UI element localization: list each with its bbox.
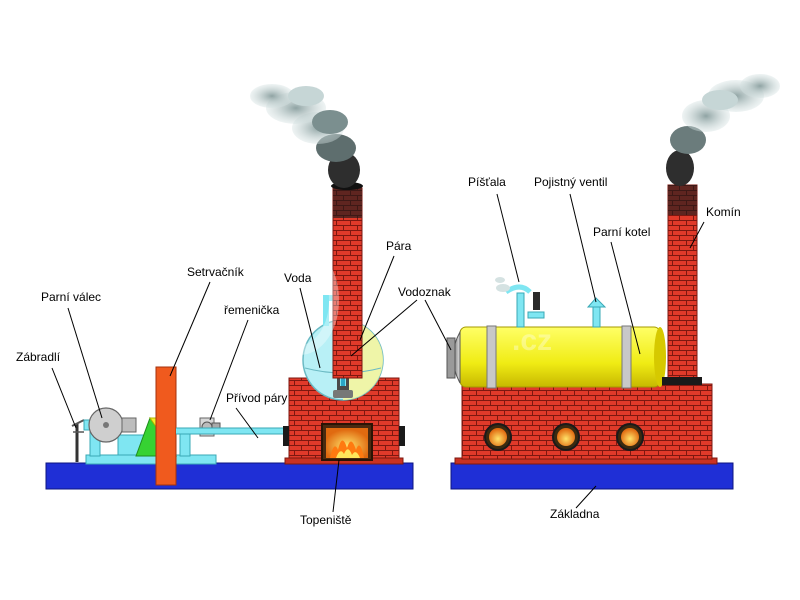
label-remenicka: řemenička [224,303,280,317]
labels: Zábradlí Parní válec Setrvačník řemeničk… [16,175,741,527]
label-parni-valec: Parní válec [41,290,101,304]
label-voda: Voda [284,271,312,285]
porthole-3 [616,423,644,451]
left-base [45,462,414,490]
leader-voda [299,287,321,369]
leader-topeniste [332,459,340,513]
leader-privod-pary [235,407,259,439]
firebox-bolt-right [399,426,405,446]
whistle-steam [495,277,510,292]
label-para: Pára [386,239,412,253]
label-komin: Komín [706,205,741,219]
leader-remenicka [209,319,249,421]
leader-komin [689,221,705,249]
firebox-bolt-left [283,426,289,446]
safety-valve [586,297,607,328]
leader-parni-kotel [610,241,641,355]
leader-zakladna [575,485,597,509]
label-pistala: Píšťala [468,175,506,189]
label-pojistny-ventil: Pojistný ventil [534,175,607,189]
leader-pojistny-ventil [569,193,597,303]
label-parni-kotel: Parní kotel [593,225,650,239]
watermark: .cz [261,245,552,357]
left-smoke [250,84,360,188]
porthole-1 [484,423,512,451]
label-setrvacnik: Setrvačník [187,265,245,279]
leader-setrvacnik [169,281,211,377]
label-zakladna: Základna [550,507,600,521]
leader-vodoznak-1 [350,299,418,357]
left-chimney [331,182,363,379]
steam-boiler [459,325,666,389]
leader-pistala [496,193,520,283]
right-chimney [662,184,702,385]
water-gauge-cap [446,330,461,384]
leader-parni-valec [67,307,103,419]
whistle [504,284,545,328]
flywheel [155,366,177,486]
leader-zabradli [51,367,77,429]
firebox-fire [321,423,373,461]
label-topeniste: Topeniště [300,513,352,527]
right-machine [446,74,780,490]
leader-para [359,255,395,341]
steam-cylinder [83,407,137,443]
label-zabradli: Zábradlí [16,350,61,364]
label-privod-pary: Přívod páry [226,391,287,405]
left-machine [45,84,414,490]
leader-lines [51,193,705,513]
watermark-text: .cz [512,324,552,357]
railing-post [71,419,85,462]
right-base [450,462,734,490]
porthole-2 [552,423,580,451]
right-smoke [666,74,780,186]
label-vodoznak: Vodoznak [398,285,452,299]
leader-vodoznak-2 [424,299,452,351]
